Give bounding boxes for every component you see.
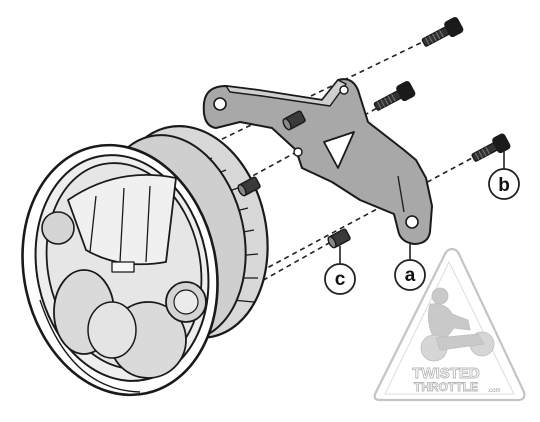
bolt-middle [373,81,416,111]
logo-triangle-inner [384,260,515,395]
callout-leaders [339,150,505,264]
spacer-upper [282,110,306,131]
bracket-hole-middle [293,147,303,157]
side-lamp-right-inner [173,289,199,315]
reflector-fin-2 [119,187,125,263]
bracket-edge-line [397,175,405,213]
callout-a: a [394,259,426,291]
bracket-cutout [323,131,355,169]
logo-brand-line2: THROTTLE [414,380,478,394]
reflector-fin-1 [89,195,97,253]
guide-line-right [253,149,488,276]
callout-c: c [324,263,356,295]
side-lamp-left [41,211,75,245]
brand-logo: TWISTED THROTTLE .com [373,247,526,402]
headlight-lower-rim [39,299,141,393]
spacer-lower [327,228,351,249]
logo-brand-line1: TWISTED [412,365,480,382]
guide-line-c [259,237,339,283]
callout-a-label: a [405,265,416,286]
bracket-icon [202,78,433,245]
bolt-top [421,17,464,47]
spacer-middle [237,176,261,197]
reflector-tab [111,261,135,273]
rider-icon [420,287,495,362]
reflector-fin-3 [145,185,151,263]
logo-domain: .com [487,388,500,394]
headlight-icon [21,125,269,397]
bracket-hole-bottom [405,215,419,229]
guide-line-top [182,34,438,159]
callout-b-label: b [498,175,510,196]
lens-cup-center [87,301,137,359]
callout-c-label: c [335,269,346,290]
callout-b: b [488,168,520,200]
spacer-icon [237,110,351,249]
bolt-right [471,133,511,162]
bracket-hole-top [339,85,349,95]
bolt-icon [373,17,511,162]
bracket-hole-left [213,97,227,111]
bracket-top-face [225,79,347,107]
